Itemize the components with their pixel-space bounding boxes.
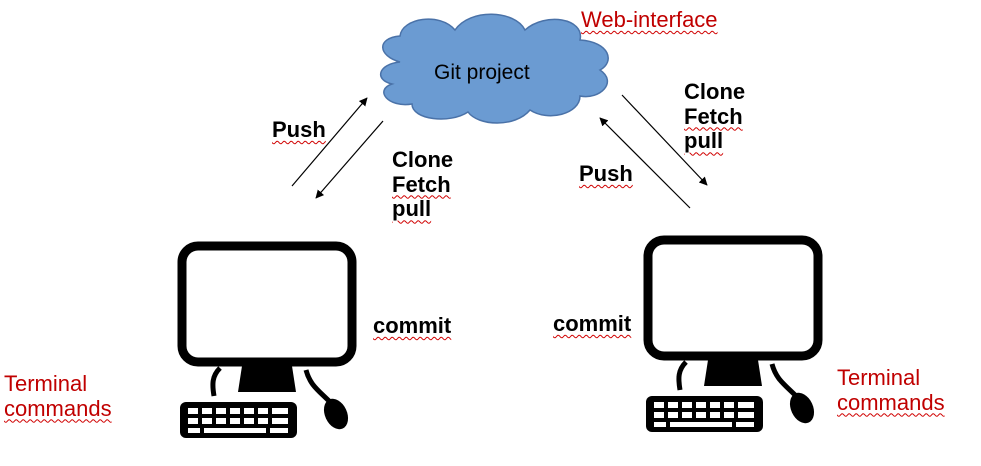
right-commands-line: commands xyxy=(837,389,945,415)
left-commands-line: commands xyxy=(4,395,112,421)
right-terminal-line: Terminal xyxy=(837,365,921,390)
right-clone-fetch-pull-labels: Clone Fetch pull xyxy=(684,79,746,154)
left-terminal-commands-label: Terminal commands xyxy=(4,371,112,421)
left-push-label: Push xyxy=(272,117,326,142)
mouse xyxy=(789,392,815,424)
right-commit-label: commit xyxy=(553,311,632,336)
right-terminal-commands-label: Terminal commands xyxy=(837,365,945,415)
right-push-arrow xyxy=(599,117,691,209)
left-pull-label: pull xyxy=(392,196,432,222)
right-push-label: Push xyxy=(579,161,633,186)
right-fetch-label: Fetch xyxy=(684,103,743,129)
left-clone-label: Clone xyxy=(392,147,454,172)
monitor xyxy=(177,241,357,367)
monitor-stand xyxy=(238,366,296,392)
monitor-stand xyxy=(704,360,762,386)
left-pull-arrow xyxy=(315,120,384,199)
mouse-cable xyxy=(303,369,332,404)
mouse-cable xyxy=(769,363,798,398)
left-fetch-label: Fetch xyxy=(392,171,451,197)
keyboard-cable xyxy=(210,366,222,397)
left-clone-fetch-pull-labels: Clone Fetch pull xyxy=(392,147,454,222)
left-commit-label: commit xyxy=(373,313,452,338)
cloud-icon xyxy=(380,13,609,124)
right-pull-label: pull xyxy=(684,128,724,154)
computer-icon xyxy=(643,235,823,432)
left-terminal-line: Terminal xyxy=(4,371,88,396)
cloud-label: Git project xyxy=(434,61,530,84)
computer-icon xyxy=(177,241,357,438)
mouse xyxy=(323,398,349,430)
left-push-arrow xyxy=(291,97,368,187)
monitor xyxy=(643,235,823,361)
keyboard-cable xyxy=(676,360,688,391)
web-interface-caption: Web-interface xyxy=(581,7,718,32)
right-clone-label: Clone xyxy=(684,79,746,104)
right-pull-arrow xyxy=(621,94,708,186)
